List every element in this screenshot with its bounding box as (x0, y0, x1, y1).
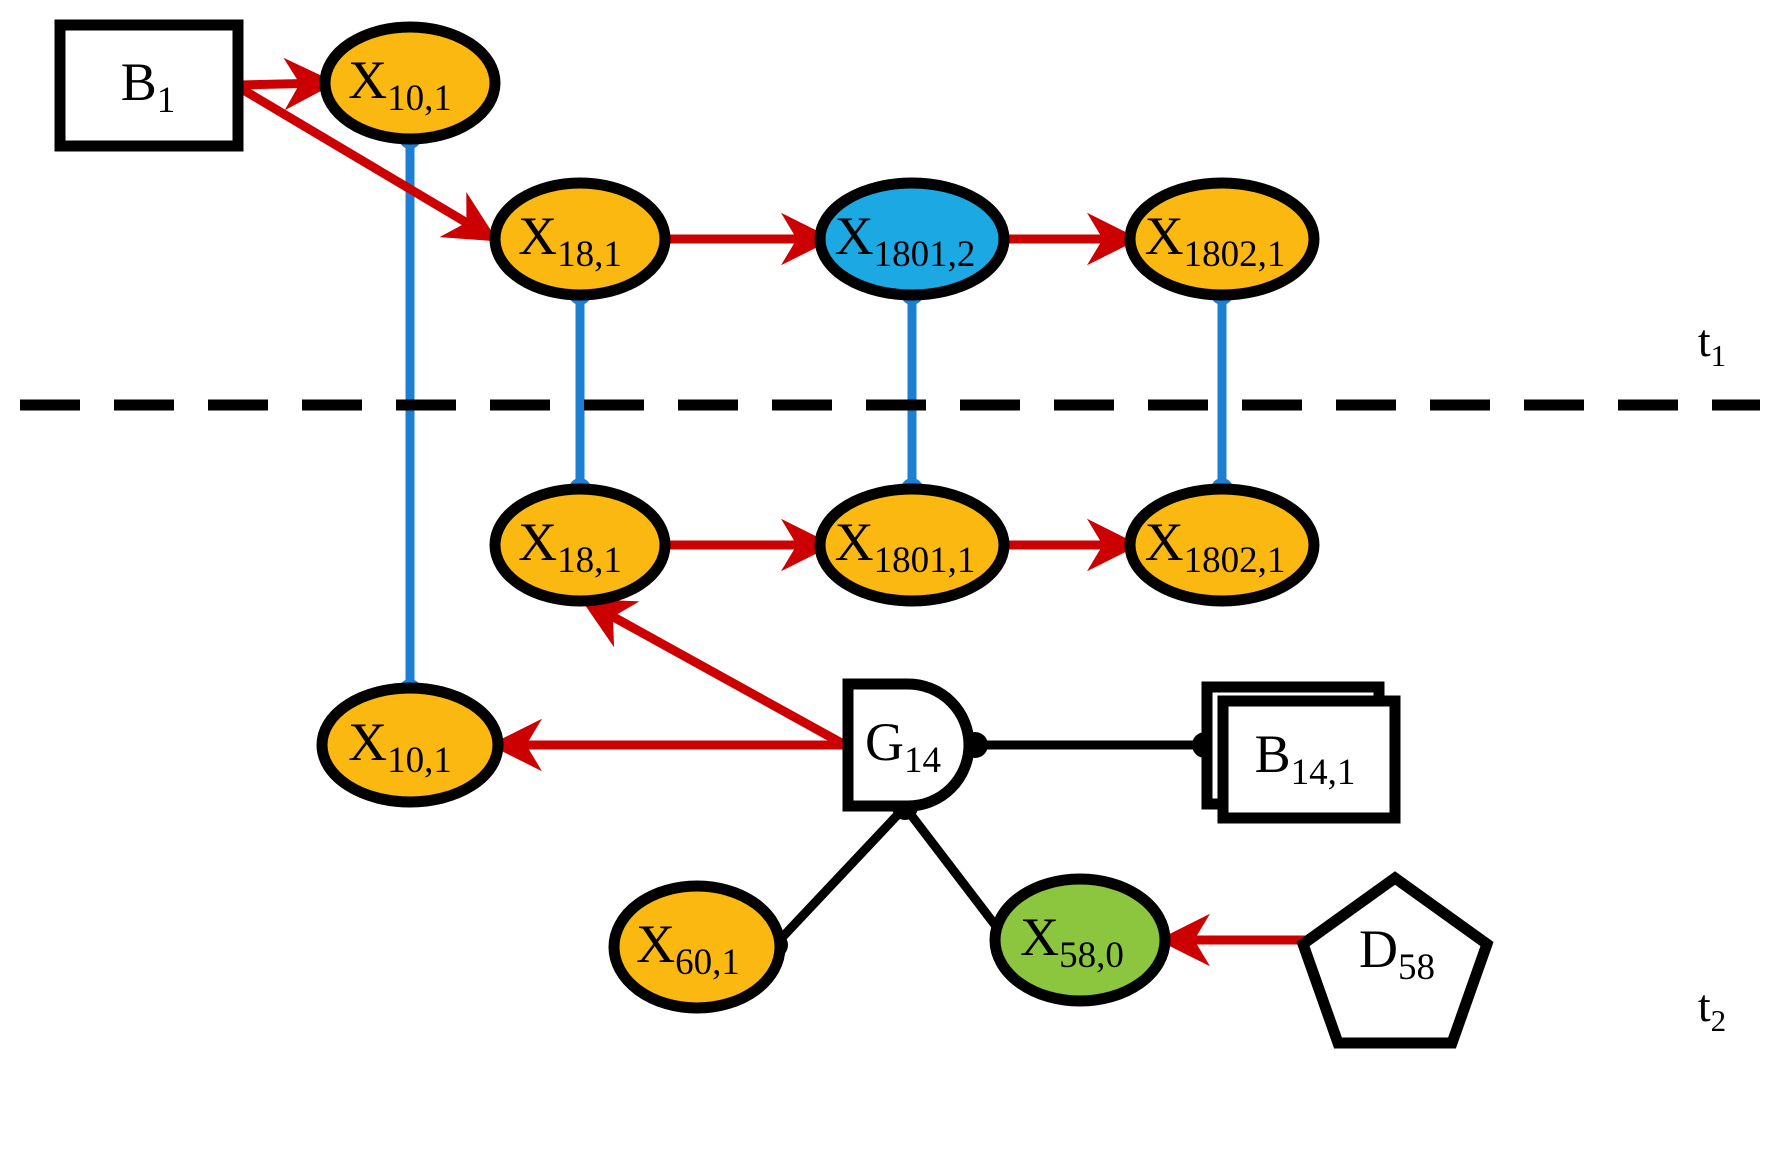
node-X60-1-sub: 60,1 (675, 942, 740, 983)
node-X1801-2-base: X (835, 206, 874, 266)
edge-X1801-temporal (901, 283, 923, 500)
svg-text:X1802,1: X1802,1 (1145, 512, 1286, 581)
svg-text:B1: B1 (121, 52, 176, 121)
time-label-t1: t1 (1698, 315, 1726, 374)
svg-text:X10,1: X10,1 (348, 50, 452, 119)
edge-X60-G14 (771, 803, 909, 949)
node-X1802-1-t2-base: X (1145, 512, 1184, 572)
edge-G14-X18t2 (580, 598, 848, 749)
node-X1801-2[interactable]: X1801,2 (814, 177, 1010, 301)
node-G14-base: G (865, 712, 904, 772)
node-X1802-1-t2[interactable]: X1802,1 (1124, 483, 1320, 607)
node-X1801-2-sub: 1801,2 (874, 234, 976, 275)
svg-text:X18,1: X18,1 (518, 512, 622, 581)
svg-text:D58: D58 (1359, 919, 1435, 988)
node-X1801-1-t2-base: X (835, 512, 874, 572)
node-X18-1-t1[interactable]: X18,1 (489, 177, 671, 301)
node-G14-and-gate[interactable]: G14 (842, 678, 975, 812)
node-D58-base: D (1359, 919, 1398, 979)
node-X1801-1-t2[interactable]: X1801,1 (814, 483, 1010, 607)
svg-text:X1801,1: X1801,1 (835, 512, 976, 581)
causal-edges (237, 57, 1330, 967)
edge-B1-X10 (239, 57, 337, 111)
node-X1802-1-t1-sub: 1802,1 (1184, 234, 1286, 275)
node-X58-0-base: X (1020, 907, 1059, 967)
node-B1[interactable]: B1 (54, 19, 244, 152)
node-X10-1-t2-base: X (348, 712, 387, 772)
node-X10-1-t1[interactable]: X10,1 (319, 21, 501, 145)
time-label-t1-sub: 1 (1711, 338, 1727, 373)
node-X18-1-t2[interactable]: X18,1 (489, 483, 671, 607)
node-X10-1-t2[interactable]: X10,1 (316, 682, 504, 808)
svg-text:X58,0: X58,0 (1020, 907, 1124, 976)
node-X60-1[interactable]: X60,1 (608, 880, 786, 1014)
node-X18-1-t1-sub: 18,1 (557, 234, 622, 275)
node-B14-1-sub: 14,1 (1291, 752, 1356, 793)
node-X10-1-t1-base: X (348, 50, 387, 110)
node-B14-1[interactable]: B14,1 (1201, 681, 1401, 824)
time-label-t2: t2 (1698, 980, 1726, 1039)
svg-text:B14,1: B14,1 (1255, 724, 1356, 793)
node-X10-1-t2-sub: 10,1 (387, 740, 452, 781)
node-X58-0[interactable]: X58,0 (989, 873, 1171, 1007)
node-X10-1-t1-sub: 10,1 (387, 78, 452, 119)
edge-X58-G14 (901, 804, 1009, 941)
time-label-t2-base: t (1698, 980, 1711, 1031)
node-X1802-1-t2-sub: 1802,1 (1184, 540, 1286, 581)
time-label-t2-sub: 2 (1711, 1003, 1727, 1038)
svg-text:X1801,2: X1801,2 (835, 206, 976, 275)
node-G14-sub: 14 (904, 740, 941, 781)
node-X18-1-t2-base: X (518, 512, 557, 572)
node-X1802-1-t1[interactable]: X1802,1 (1124, 177, 1320, 301)
svg-text:X1802,1: X1802,1 (1145, 206, 1286, 275)
svg-text:X18,1: X18,1 (518, 206, 622, 275)
node-X18-1-t1-base: X (518, 206, 557, 266)
node-X18-1-t2-sub: 18,1 (557, 540, 622, 581)
node-B1-base: B (121, 52, 157, 112)
node-X60-1-base: X (636, 914, 675, 974)
node-D58-pentagon[interactable]: D58 (1296, 871, 1494, 1049)
node-X58-0-sub: 58,0 (1059, 935, 1124, 976)
node-B14-1-base: B (1255, 724, 1291, 784)
edge-X10-temporal (399, 127, 421, 701)
svg-text:G14: G14 (865, 712, 941, 781)
node-B1-sub: 1 (157, 80, 176, 121)
node-X1801-1-t2-sub: 1801,1 (874, 540, 976, 581)
time-label-t1-base: t (1698, 315, 1711, 366)
svg-text:X10,1: X10,1 (348, 712, 452, 781)
edge-B1-X18 (237, 84, 499, 242)
edge-X1802-temporal (1211, 283, 1233, 500)
node-D58-sub: 58 (1398, 947, 1435, 988)
edge-X18-temporal (569, 283, 591, 500)
svg-text:X60,1: X60,1 (636, 914, 740, 983)
node-X1802-1-t1-base: X (1145, 206, 1184, 266)
